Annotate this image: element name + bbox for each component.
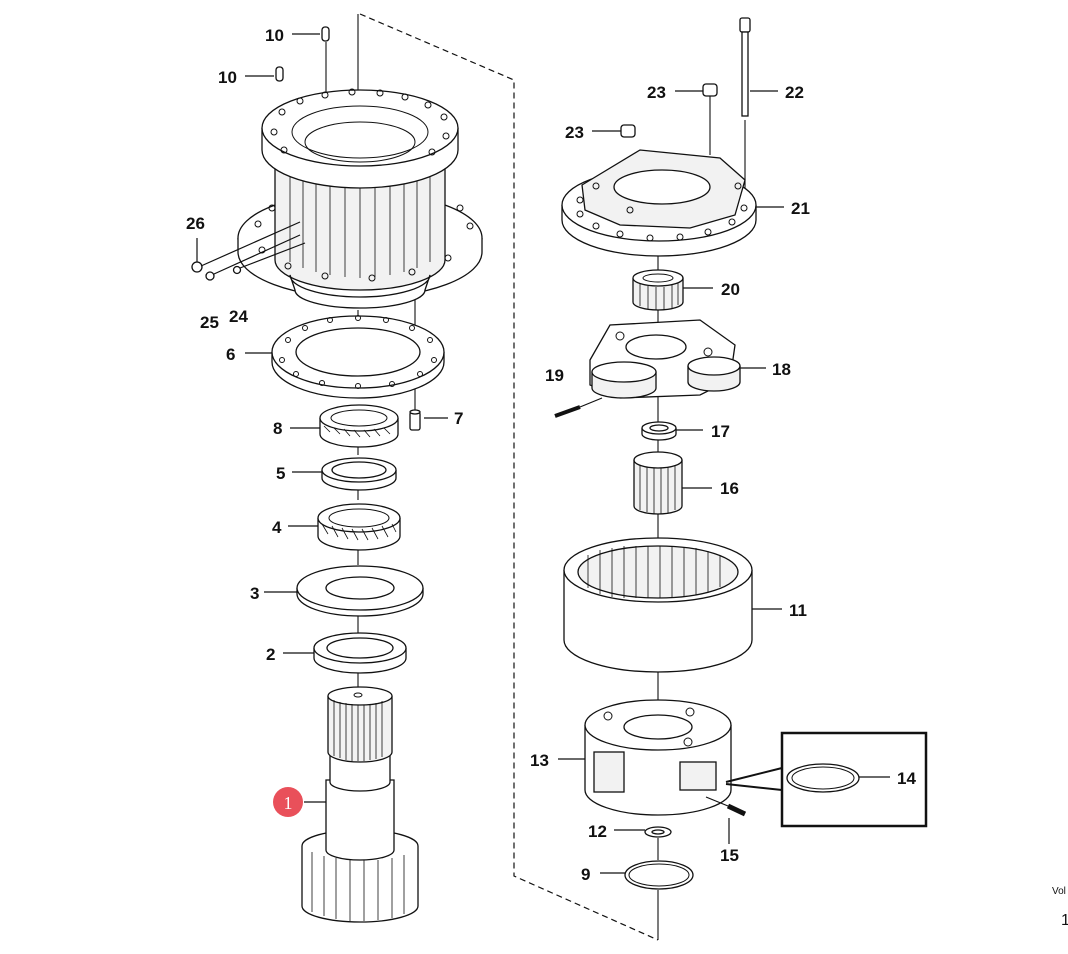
label-4: 4 xyxy=(272,518,282,537)
bearing-4 xyxy=(317,503,401,551)
label-16: 16 xyxy=(720,479,739,498)
label-8: 8 xyxy=(273,419,282,438)
dashed-separator xyxy=(359,13,659,941)
marker-1: 1 xyxy=(273,787,303,817)
ring-6 xyxy=(271,315,445,399)
label-23-lower: 23 xyxy=(565,123,584,142)
bolt-22 xyxy=(739,17,751,117)
label-10-lower: 10 xyxy=(218,68,237,87)
ring-2 xyxy=(313,632,407,674)
disc-3 xyxy=(296,565,424,617)
label-12: 12 xyxy=(588,822,607,841)
label-9: 9 xyxy=(581,865,590,884)
label-17: 17 xyxy=(711,422,730,441)
label-6: 6 xyxy=(226,345,235,364)
edge-text-vol: Vol xyxy=(1052,886,1066,897)
label-11: 11 xyxy=(789,601,807,620)
label-25: 25 xyxy=(200,313,219,332)
pin-10-upper xyxy=(321,26,330,42)
washer-12 xyxy=(644,826,672,838)
label-21: 21 xyxy=(791,199,810,218)
label-13: 13 xyxy=(530,751,549,770)
label-1: 1 xyxy=(284,793,293,813)
label-10-upper: 10 xyxy=(265,26,284,45)
bolt-23-lower xyxy=(620,124,636,138)
leader-lines xyxy=(245,33,890,874)
label-22: 22 xyxy=(785,83,804,102)
pin-19 xyxy=(554,397,603,418)
label-2: 2 xyxy=(266,645,275,664)
plug-24 xyxy=(232,242,306,275)
pin-10-lower xyxy=(275,66,284,82)
label-19: 19 xyxy=(545,366,564,385)
label-26: 26 xyxy=(186,214,205,233)
gear-20 xyxy=(632,269,684,311)
snapring-9 xyxy=(624,860,694,890)
label-23-upper: 23 xyxy=(647,83,666,102)
washer-17 xyxy=(641,421,677,441)
label-18: 18 xyxy=(772,360,791,379)
shaft-1 xyxy=(301,686,419,923)
label-5: 5 xyxy=(276,464,285,483)
ring-5 xyxy=(321,457,397,491)
pin-15 xyxy=(705,796,747,817)
plug-26 xyxy=(191,221,301,273)
label-24: 24 xyxy=(229,307,248,326)
label-20: 20 xyxy=(721,280,740,299)
detail-box-14 xyxy=(725,731,928,828)
label-7: 7 xyxy=(454,409,463,428)
plug-25 xyxy=(205,234,301,281)
carrier-18 xyxy=(589,319,741,399)
label-14: 14 xyxy=(897,769,916,788)
carrier-13 xyxy=(584,699,732,816)
ring-gear-11 xyxy=(563,537,753,673)
bolt-23-upper xyxy=(702,83,718,97)
bearing-8 xyxy=(319,404,399,448)
gear-16 xyxy=(633,451,683,515)
label-3: 3 xyxy=(250,584,259,603)
label-15: 15 xyxy=(720,846,739,865)
bolt-7 xyxy=(409,409,421,431)
housing xyxy=(237,88,483,309)
edge-text-number: 1 xyxy=(1061,912,1068,929)
cover-21 xyxy=(561,149,757,257)
